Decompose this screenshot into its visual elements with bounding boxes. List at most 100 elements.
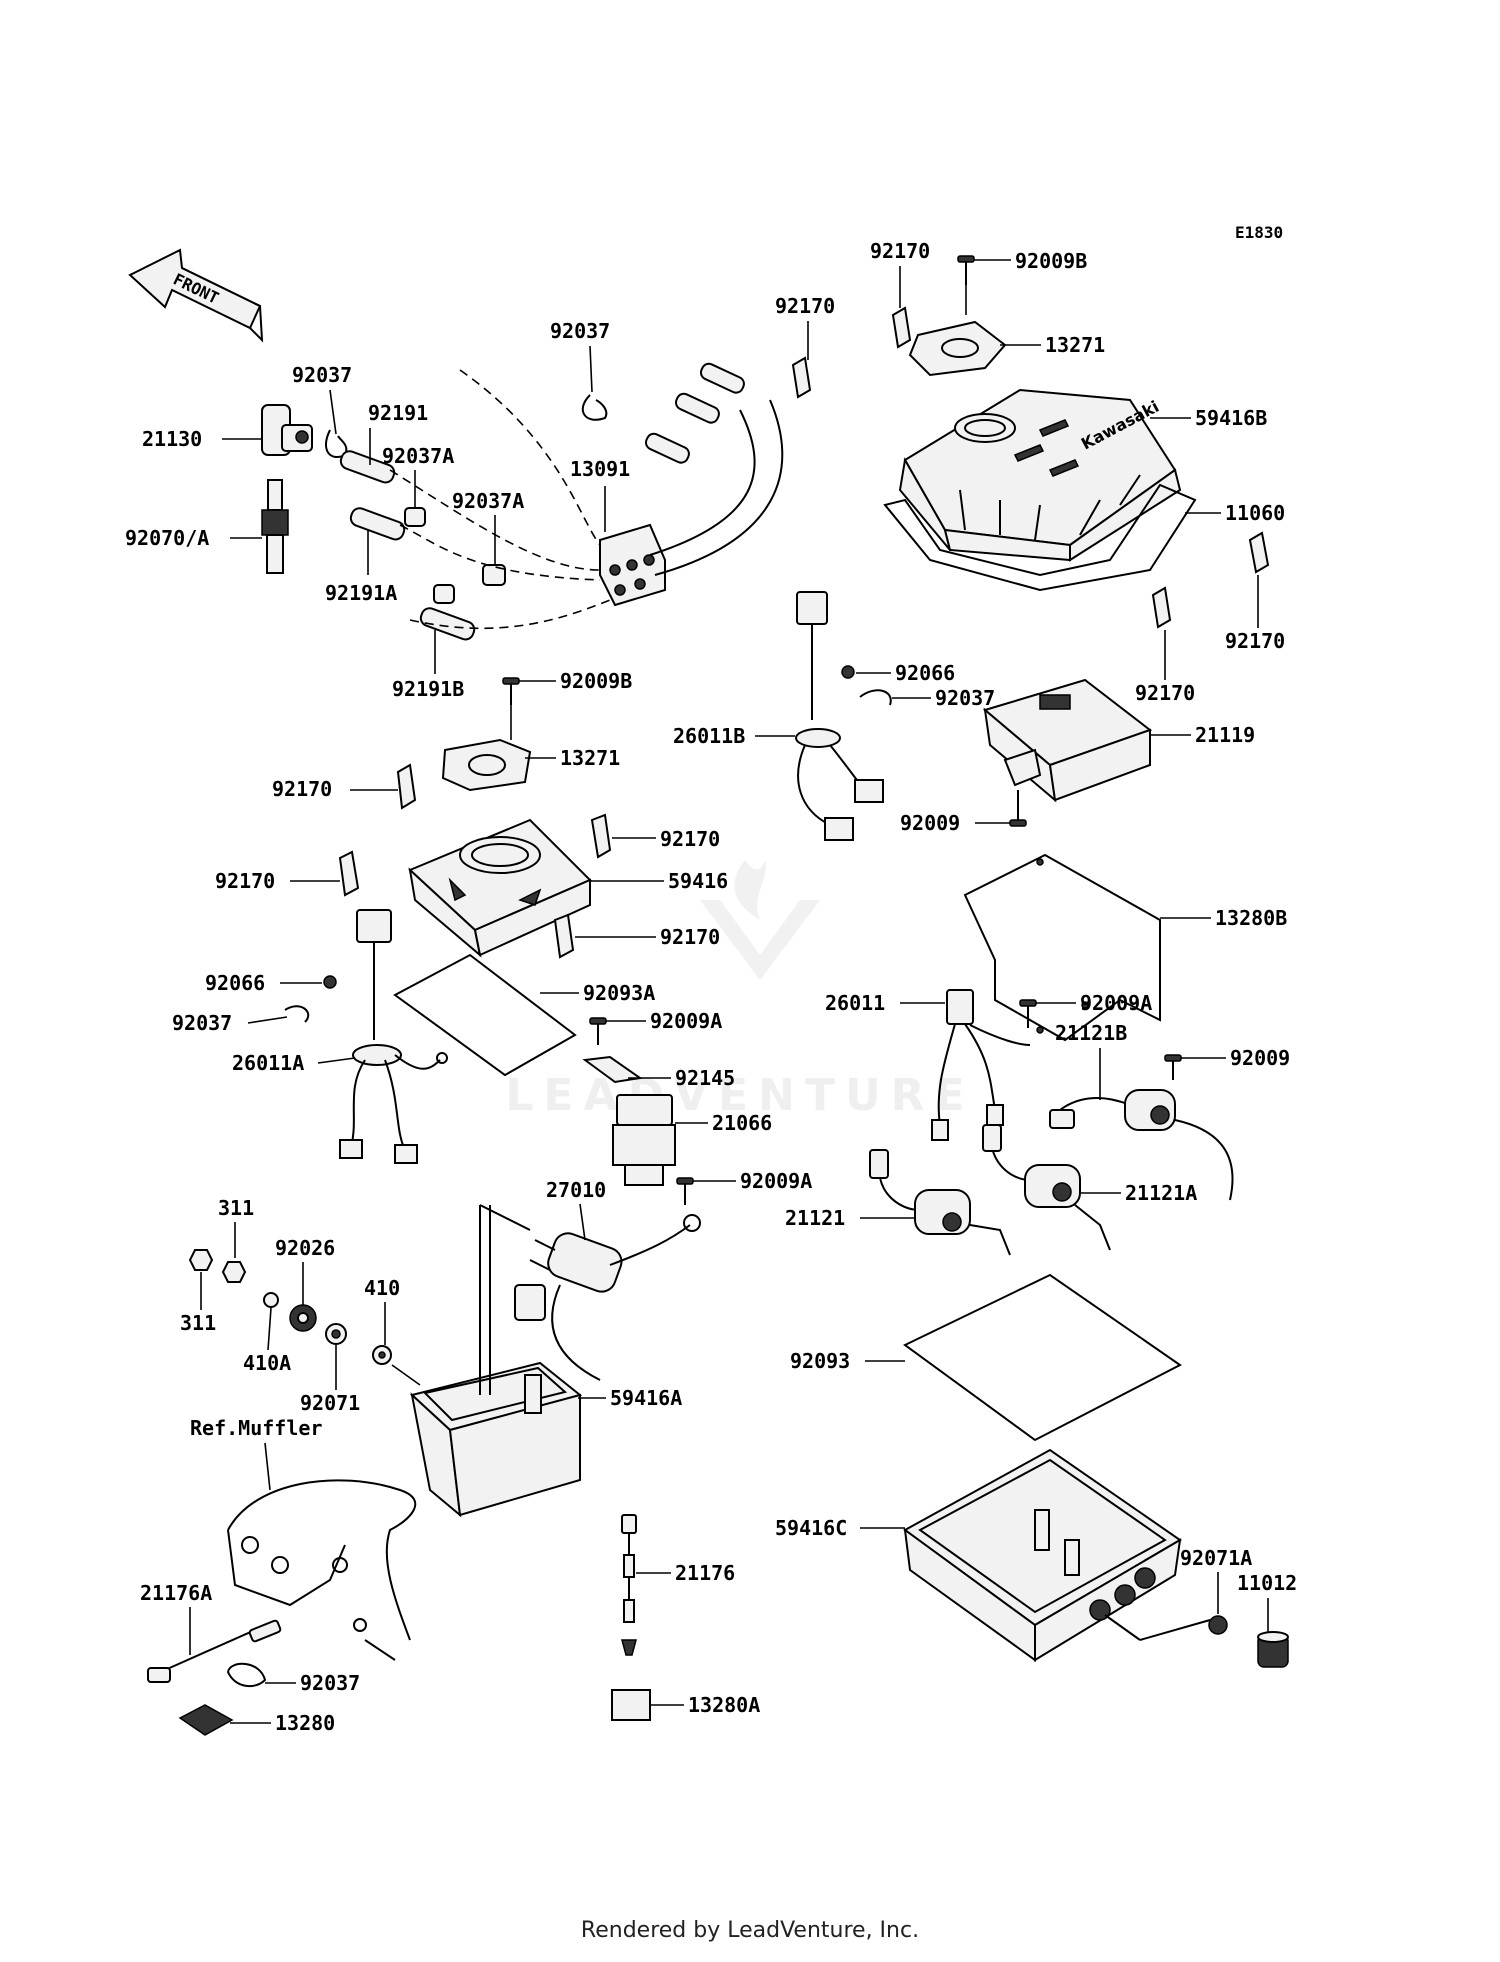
screw-92009B-left	[502, 677, 520, 705]
label-92071A: 92071A	[1180, 1546, 1252, 1570]
hose-clamp-92037-top	[581, 394, 608, 421]
hose-end-3	[699, 362, 745, 394]
label-92009-a: 92009	[900, 811, 960, 835]
cdi-unit-21119	[982, 678, 1153, 803]
label-92037-b: 92037	[550, 319, 610, 343]
screw-92009-coil	[1164, 1054, 1182, 1080]
clamp-92037A-3	[433, 584, 455, 604]
label-59416B: 59416B	[1195, 406, 1267, 430]
muffler-reference-outline	[227, 1479, 417, 1661]
label-21176: 21176	[675, 1561, 735, 1585]
label-13280A: 13280A	[688, 1693, 760, 1717]
label-92037-a: 92037	[292, 363, 352, 387]
label-21121: 21121	[785, 1206, 845, 1230]
gasket-92093	[903, 1273, 1182, 1442]
clip-92170-f	[791, 356, 812, 399]
insulator-13280B	[963, 853, 1161, 1042]
temperature-sensor-21176A	[147, 1619, 282, 1683]
electrical-box-cover-59416	[408, 818, 592, 958]
gasket-13271-left	[441, 738, 532, 792]
clip-92170-a	[396, 763, 417, 810]
label-92170-b: 92170	[660, 827, 720, 851]
watermark-text: LEADVENTURE	[505, 1070, 974, 1121]
label-92170-c: 92170	[215, 869, 275, 893]
label-26011A: 26011A	[232, 1051, 304, 1075]
label-92191: 92191	[368, 401, 428, 425]
label-13271-b: 13271	[1045, 333, 1105, 357]
watermark-logo: LEADVENTURE	[505, 860, 974, 1121]
label-59416A: 59416A	[610, 1386, 682, 1410]
electrical-box-cover-59416B: Kawasaki	[898, 388, 1182, 562]
label-92170-h: 92170	[1135, 681, 1195, 705]
hose-clamp-92037-c	[284, 1005, 310, 1023]
manifold-block-13091	[599, 523, 666, 607]
label-59416: 59416	[668, 869, 728, 893]
gasket-92093A	[393, 953, 577, 1077]
label-21119: 21119	[1195, 723, 1255, 747]
label-21130: 21130	[142, 427, 202, 451]
label-11060: 11060	[1225, 501, 1285, 525]
ignition-coil-21121	[869, 1149, 1011, 1256]
electrical-box-59416C	[903, 1448, 1211, 1662]
hose-run-2	[654, 399, 784, 576]
ignition-coil-21121A	[982, 1124, 1111, 1251]
label-92009A-c: 92009A	[1080, 991, 1152, 1015]
dashed-route-1	[389, 469, 601, 571]
hose-end-1	[644, 432, 690, 464]
label-13280B: 13280B	[1215, 906, 1287, 930]
washer-410A	[263, 1292, 279, 1308]
wiring-harness-26011A	[339, 909, 448, 1164]
dashed-route-3	[409, 599, 611, 630]
wiring-harness-26011B	[795, 591, 884, 841]
starter-relay-27010	[514, 1214, 701, 1381]
clip-92170-c	[338, 850, 360, 897]
screw-92009A-right	[1019, 999, 1037, 1028]
label-410A: 410A	[243, 1351, 291, 1375]
label-92191B: 92191B	[392, 677, 464, 701]
screw-92009-cdi	[1009, 790, 1027, 827]
reference-muffler-label: Ref.Muffler	[190, 1416, 322, 1440]
footer-credit: Rendered by LeadVenture, Inc.	[580, 1918, 920, 1943]
clamp-92037A-1	[404, 507, 426, 527]
label-92037A-a: 92037A	[382, 444, 454, 468]
dashed-route-4	[459, 369, 601, 546]
wire-sleeve-92191A	[349, 507, 406, 541]
screw-92009B-right	[957, 255, 975, 285]
label-27010: 27010	[546, 1178, 606, 1202]
label-13271-a: 13271	[560, 746, 620, 770]
label-92009A-a: 92009A	[650, 1009, 722, 1033]
label-92170-d: 92170	[660, 925, 720, 949]
gasket-13271-right	[908, 320, 1007, 377]
label-92009A-b: 92009A	[740, 1169, 812, 1193]
label-92191A: 92191A	[325, 581, 397, 605]
spark-plug-cap-21130	[261, 404, 313, 456]
label-92026: 92026	[275, 1236, 335, 1260]
screw-92009A-low	[676, 1177, 694, 1205]
front-direction-arrow: FRONT	[128, 248, 264, 343]
label-92009B-b: 92009B	[1015, 249, 1087, 273]
hose-end-2	[674, 392, 720, 424]
label-410: 410	[364, 1276, 400, 1300]
label-21176A: 21176A	[140, 1581, 212, 1605]
label-92037-c: 92037	[172, 1011, 232, 1035]
label-92009-b: 92009	[1230, 1046, 1290, 1070]
clip-92170-d	[553, 913, 575, 959]
diagram-code: E1830	[1235, 223, 1283, 242]
label-92037A-b: 92037A	[452, 489, 524, 513]
relay-21066	[612, 1094, 676, 1186]
label-21121A: 21121A	[1125, 1181, 1197, 1205]
grommet-92066-right	[841, 665, 855, 679]
label-26011B: 26011B	[673, 724, 745, 748]
label-21121B: 21121B	[1055, 1021, 1127, 1045]
wire-sleeve-92191B	[419, 607, 476, 641]
label-26011: 26011	[825, 991, 885, 1015]
label-59416C: 59416C	[775, 1516, 847, 1540]
label-92145: 92145	[675, 1066, 735, 1090]
wiring-harness-26011	[931, 989, 1031, 1141]
label-92066-b: 92066	[895, 661, 955, 685]
gasket-11060	[883, 483, 1197, 592]
nut-311-a	[221, 1261, 247, 1283]
label-13091: 13091	[570, 457, 630, 481]
electrical-box-59416A	[409, 1204, 583, 1518]
